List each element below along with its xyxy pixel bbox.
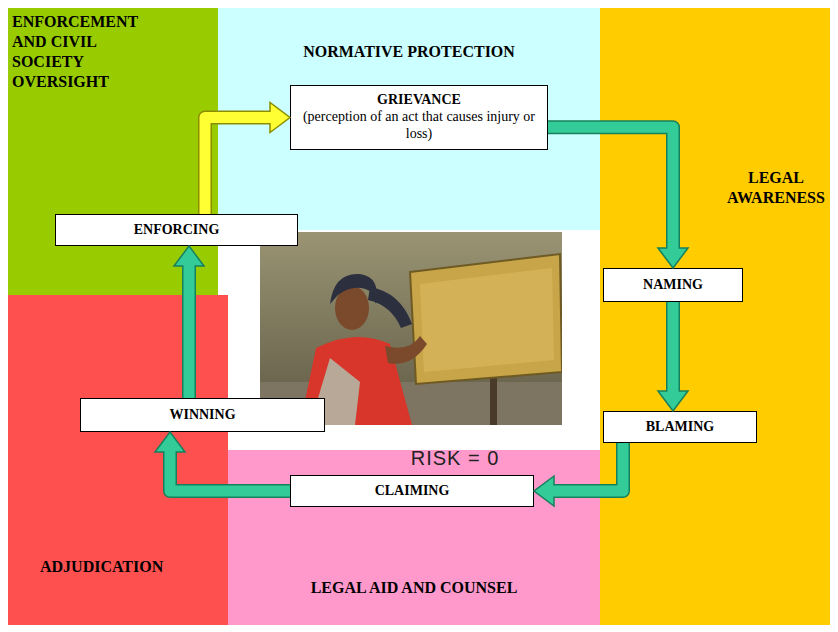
arrow-outline [666,302,680,394]
step-box: ENFORCING [55,214,298,246]
arrow-head [174,246,204,266]
stage-band: LEGAL AID AND COUNSEL CLAIMING [228,450,600,625]
stage-band: NORMATIVE PROTECTION GRIEVANCE(perception… [218,8,600,230]
arrow-outline [182,263,196,398]
step-note: (perception of an act that causes injury… [297,109,541,143]
arrow-head [155,432,185,452]
arrow-shaft [205,118,273,215]
arrow-shaft [668,302,679,394]
stage-title: NORMATIVE PROTECTION [218,42,600,62]
step-name: NAMING [610,277,736,294]
flow-arrow [155,432,290,491]
stage-title: LEGAL AWARENESS [726,168,826,208]
step-name: GRIEVANCE [297,92,541,109]
arrow-outline [205,118,273,215]
stage-title: ADJUDICATION [40,557,210,577]
arrow-outline [548,127,673,251]
step-box: NAMING [603,268,743,302]
flow-arrow [534,443,623,506]
arrow-shaft [548,127,673,251]
flow-arrow [548,127,688,268]
step-box: BLAMING [603,411,757,443]
stage-title: LEGAL AID AND COUNSEL [228,578,600,598]
step-box: CLAIMING [290,475,534,507]
step-name: WINNING [87,407,318,424]
arrow-shaft [551,443,623,491]
label-holder: RISK = 0 [411,447,500,470]
stage-band: ADJUDICATION [8,295,228,625]
step-name: ENFORCING [62,222,291,239]
step-box: WINNING [80,398,325,432]
step-name: CLAIMING [297,483,527,500]
flow-arrow [658,302,688,411]
arrow-head [658,248,688,268]
arrow-shaft [170,449,290,491]
arrow-outline [170,449,290,491]
arrow-head [658,391,688,411]
flow-arrow [205,103,290,215]
step-name: BLAMING [610,419,750,436]
stage-band: ENFORCEMENT AND CIVIL SOCIETY OVERSIGHT [8,8,218,295]
arrow-outline [551,443,623,491]
flow-arrow [174,246,204,398]
risk-note: RISK = 0 [411,447,500,470]
step-box: GRIEVANCE(perception of an act that caus… [290,85,548,150]
arrow-head [534,476,554,506]
stage-title: ENFORCEMENT AND CIVIL SOCIETY OVERSIGHT [12,12,152,92]
arrow-shaft [184,263,195,398]
worker-photo [260,232,562,425]
arrow-head [270,103,290,133]
stage-band: LEGAL AWARENESS NAMING BLAMING [600,8,830,625]
